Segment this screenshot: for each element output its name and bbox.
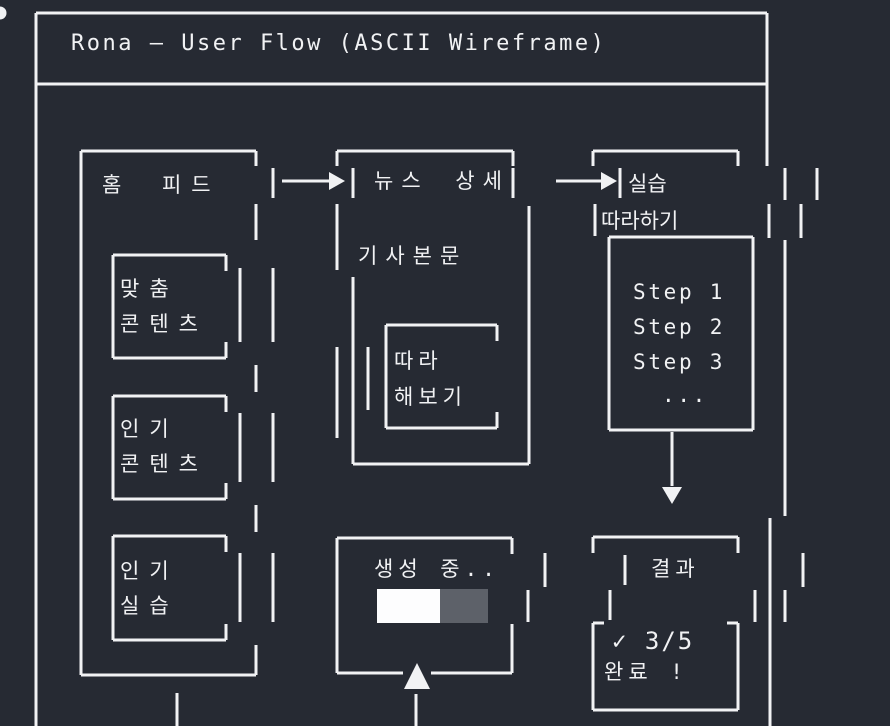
home-card-custom-line2: 콘텐츠	[120, 312, 208, 336]
pipe-column-right	[767, 168, 819, 726]
home-card-popular-content-box	[111, 394, 228, 501]
home-card-custom-line1: 맞춤	[120, 277, 179, 301]
home-card-popular-practice-box	[111, 534, 228, 642]
news-detail-title: 뉴스 상세	[374, 169, 510, 193]
result-header-box	[591, 535, 757, 622]
result-title: 결과	[651, 557, 700, 581]
generating-label: 생성 중..	[374, 557, 500, 581]
window-dot	[0, 6, 7, 20]
arrow-right-icon	[556, 172, 617, 190]
result-status-done: 완료 !	[604, 660, 688, 684]
practice-step-3: Step 3	[633, 350, 726, 374]
practice-title-line1: 실습	[628, 172, 667, 196]
home-card-popular-practice-line2: 실습	[120, 594, 179, 618]
news-cta-line2: 해보기	[394, 385, 467, 409]
news-body-label: 기사본문	[358, 244, 468, 268]
arrow-down-icon	[662, 432, 682, 504]
generating-box	[335, 536, 547, 675]
home-card-popular-practice-line1: 인기	[120, 559, 179, 583]
news-detail-box	[335, 149, 531, 466]
window-title: Rona — User Flow (ASCII Wireframe)	[71, 31, 607, 56]
arrow-right-icon	[282, 172, 345, 190]
practice-step-1: Step 1	[633, 280, 726, 304]
practice-header-box	[591, 149, 740, 236]
home-feed-box	[79, 149, 258, 677]
home-card-popular-content-line1: 인기	[120, 417, 179, 441]
pipe-column-left	[238, 168, 275, 622]
practice-steps-box	[607, 235, 755, 432]
progress-bar	[377, 589, 488, 623]
practice-steps-ellipsis: ...	[662, 383, 709, 407]
arrow-up-icon	[404, 663, 430, 726]
practice-step-2: Step 2	[633, 315, 726, 339]
outer-frame	[34, 11, 769, 726]
practice-title-line2: 따라하기	[601, 209, 679, 233]
progress-bar-track	[440, 589, 488, 623]
home-feed-title: 홈 피드	[102, 173, 221, 197]
result-status-box	[591, 621, 740, 712]
progress-bar-fill	[377, 589, 440, 623]
news-cta-box	[366, 323, 499, 430]
home-card-popular-content-line2: 콘텐츠	[120, 452, 208, 476]
news-cta-line1: 따라	[394, 349, 443, 373]
home-card-custom-box	[111, 253, 228, 360]
result-status-count: ✓ 3/5	[612, 627, 695, 655]
